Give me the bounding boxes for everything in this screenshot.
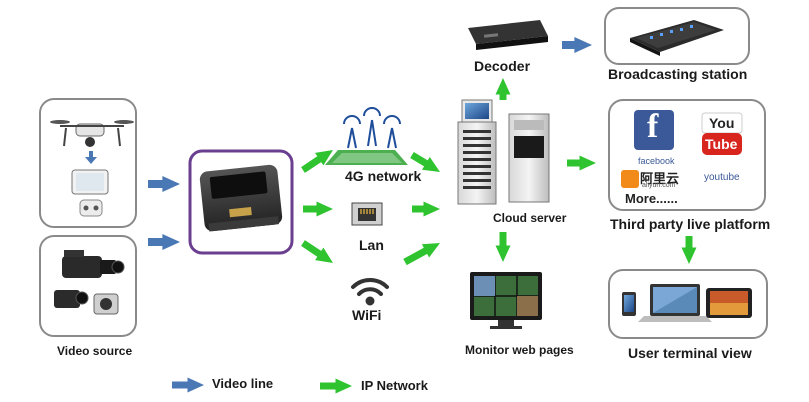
ip-network-arrow xyxy=(495,78,511,100)
tablet-icon xyxy=(706,288,752,318)
ip-network-arrows xyxy=(301,78,697,266)
ip-network-arrow xyxy=(410,152,440,172)
drone-icon xyxy=(50,120,134,147)
facebook-logo-text: f xyxy=(647,108,659,145)
aliyun-cn-label: 阿里云 xyxy=(640,171,680,186)
video-camera-icon xyxy=(62,250,125,278)
aliyun-icon xyxy=(621,170,639,188)
youtube-logo-you: You xyxy=(709,115,735,131)
ip-network-arrow xyxy=(403,243,440,266)
4g-network-label: 4G network xyxy=(345,168,422,184)
youtube-icon xyxy=(701,112,743,155)
wifi-label: WiFi xyxy=(352,307,382,323)
user-terminal-label: User terminal view xyxy=(628,345,752,361)
legend-video-line-icon xyxy=(172,377,204,393)
video-line-arrows xyxy=(148,37,592,250)
ip-network-arrow xyxy=(681,236,697,264)
ip-network-arrow xyxy=(412,201,440,217)
broadcasting-station-label: Broadcasting station xyxy=(608,66,748,82)
ip-network-arrow xyxy=(303,201,333,217)
down-arrow-icon xyxy=(85,151,97,164)
action-camera-icon xyxy=(93,293,119,315)
video-line-arrow xyxy=(148,234,180,250)
legend-ip-network-label: IP Network xyxy=(361,378,428,393)
encoder-device-icon xyxy=(199,164,283,232)
video-line-arrow xyxy=(148,176,180,192)
legend-blue-arrow xyxy=(172,377,204,393)
facebook-icon xyxy=(634,110,674,150)
cloud-server-label: Cloud server xyxy=(493,211,567,225)
lan-label: Lan xyxy=(359,237,384,253)
decoder-label: Decoder xyxy=(474,58,531,74)
youtube-logo-tube: Tube xyxy=(705,136,738,152)
mixing-console-icon xyxy=(630,20,724,56)
video-line-arrow xyxy=(562,37,592,53)
4g-tower-icon xyxy=(325,107,408,165)
ip-network-arrow xyxy=(495,232,511,262)
legend-ip-network-icon xyxy=(320,378,352,394)
ip-network-arrow xyxy=(301,240,333,263)
lan-port-icon xyxy=(351,202,383,226)
facebook-label: facebook xyxy=(638,156,675,166)
ip-network-arrow xyxy=(567,155,596,171)
ip-network-arrow xyxy=(301,150,333,173)
monitor-web-pages-label: Monitor web pages xyxy=(465,343,574,357)
aliyun-label: aliyun.com xyxy=(642,182,676,189)
decoder-device-icon xyxy=(468,20,548,50)
wifi-icon xyxy=(351,277,389,306)
handycam-icon xyxy=(54,290,89,308)
legend-green-arrow xyxy=(320,378,352,394)
video-source-label: Video source xyxy=(57,344,133,358)
third-party-label: Third party live platform xyxy=(610,216,771,232)
monitor-screen-icon xyxy=(470,272,542,329)
legend-video-line-label: Video line xyxy=(212,376,274,391)
laptop-icon xyxy=(638,284,712,322)
more-label: More...... xyxy=(625,191,678,206)
drone-source-box xyxy=(39,98,137,228)
camera-source-box xyxy=(39,235,137,337)
phone-icon xyxy=(622,292,636,316)
youtube-label: youtube xyxy=(704,172,740,183)
cloud-server-icon xyxy=(457,99,550,205)
remote-controller-icon xyxy=(71,169,109,217)
